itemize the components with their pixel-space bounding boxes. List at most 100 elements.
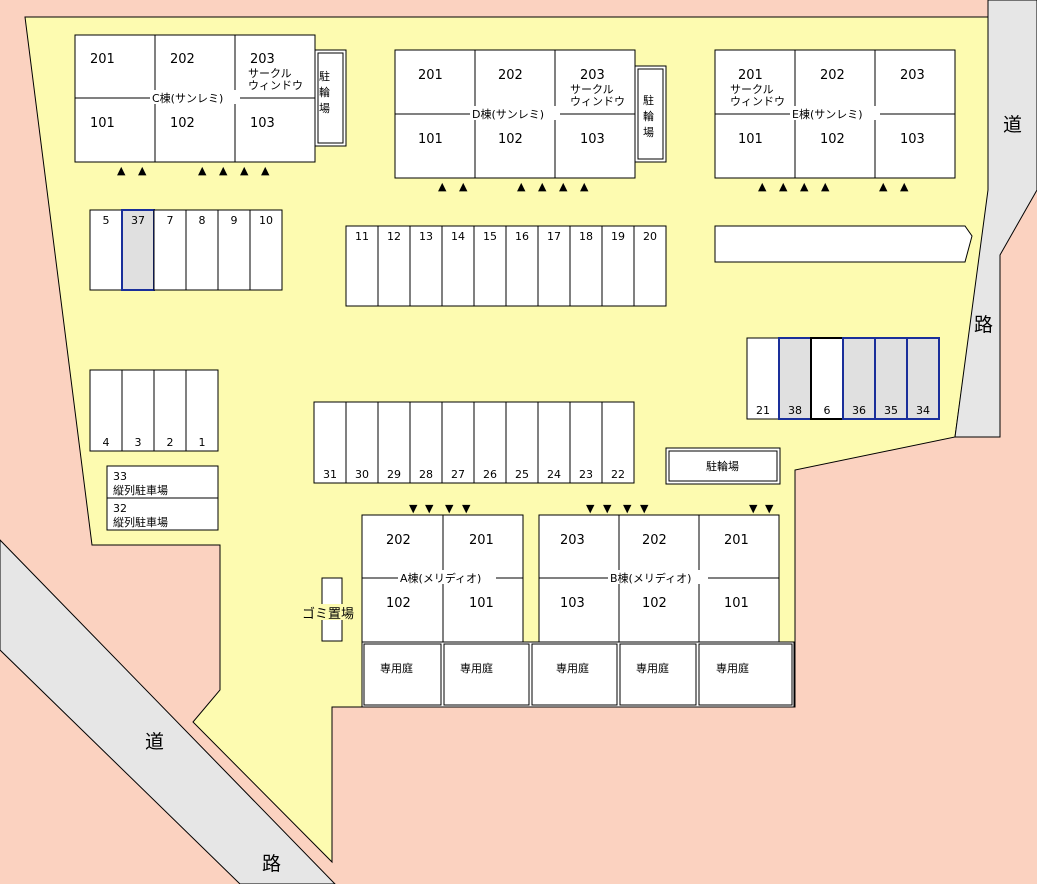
parking-space-2-label: 2 bbox=[167, 436, 174, 449]
building-a: A棟(メリディオ) 202 201 102 101 bbox=[361, 514, 524, 643]
svg-text:▲: ▲ bbox=[821, 180, 830, 193]
parking-space-21-label: 21 bbox=[756, 404, 770, 417]
parking-space-17 bbox=[537, 225, 571, 307]
unit-d-103: 103 bbox=[580, 132, 605, 147]
road-label-sw-2: 路 bbox=[262, 853, 281, 875]
parking-space-16-label: 16 bbox=[515, 230, 529, 243]
svg-text:▼: ▼ bbox=[425, 502, 434, 515]
driveway-e bbox=[714, 225, 973, 263]
unit-c-103: 103 bbox=[250, 116, 275, 131]
unit-e-103: 103 bbox=[900, 132, 925, 147]
svg-text:▼: ▼ bbox=[445, 502, 454, 515]
parking-space-5-label: 5 bbox=[103, 214, 110, 227]
unit-e-101: 101 bbox=[738, 132, 763, 147]
unit-c-203-note2: ウィンドウ bbox=[248, 79, 303, 92]
svg-text:▲: ▲ bbox=[117, 164, 126, 177]
parking-space-35 bbox=[874, 337, 908, 420]
parking-space-4 bbox=[89, 369, 123, 452]
unit-d-203: 203 bbox=[580, 68, 605, 83]
parking-space-15 bbox=[473, 225, 507, 307]
parking-space-4-label: 4 bbox=[103, 436, 110, 449]
parking-space-2 bbox=[153, 369, 187, 452]
parking-space-3-label: 3 bbox=[135, 436, 142, 449]
unit-d-202: 202 bbox=[498, 68, 523, 83]
svg-text:▲: ▲ bbox=[559, 180, 568, 193]
svg-text:▲: ▲ bbox=[138, 164, 147, 177]
parking-space-12-label: 12 bbox=[387, 230, 401, 243]
svg-text:▲: ▲ bbox=[538, 180, 547, 193]
svg-text:▲: ▲ bbox=[198, 164, 207, 177]
tandem-33-label: 縦列駐車場 bbox=[113, 483, 168, 497]
entrance-markers-c: ▲ ▲ ▲ ▲ ▲ ▲ bbox=[117, 164, 270, 177]
building-d-name: D棟(サンレミ) bbox=[472, 107, 544, 121]
bike-parking-d-char-1: 駐 bbox=[643, 93, 654, 107]
parking-space-24-label: 24 bbox=[547, 468, 561, 481]
svg-text:▲: ▲ bbox=[240, 164, 249, 177]
bike-parking-horizontal: 駐輪場 bbox=[665, 447, 781, 485]
unit-b-101: 101 bbox=[724, 596, 749, 611]
parking-space-17-label: 17 bbox=[547, 230, 561, 243]
parking-space-37 bbox=[121, 209, 155, 291]
svg-text:▼: ▼ bbox=[462, 502, 471, 515]
unit-c-101: 101 bbox=[90, 116, 115, 131]
parking-space-38-label: 38 bbox=[788, 404, 802, 417]
parking-space-18-label: 18 bbox=[579, 230, 593, 243]
parking-space-6 bbox=[810, 337, 844, 420]
unit-b-203: 203 bbox=[560, 533, 585, 548]
bike-parking-c-char-2: 輪 bbox=[319, 85, 330, 99]
parking-space-30-label: 30 bbox=[355, 468, 369, 481]
garbage-label: ゴミ置場 bbox=[302, 606, 354, 622]
unit-c-203-note: サークル bbox=[248, 67, 292, 80]
unit-c-201: 201 bbox=[90, 52, 115, 67]
road-label-east-1: 道 bbox=[1003, 114, 1022, 136]
parking-space-36 bbox=[842, 337, 876, 420]
garden-1: 専用庭 bbox=[380, 661, 413, 675]
garden-4: 専用庭 bbox=[636, 661, 669, 675]
bike-parking-c: 駐 輪 場 bbox=[314, 49, 347, 147]
parking-space-7 bbox=[153, 209, 187, 291]
unit-a-102: 102 bbox=[386, 596, 411, 611]
parking-space-19-label: 19 bbox=[611, 230, 625, 243]
bike-parking-c-char-3: 場 bbox=[319, 102, 330, 115]
parking-space-1 bbox=[185, 369, 219, 452]
parking-space-9 bbox=[217, 209, 251, 291]
parking-space-27 bbox=[441, 401, 475, 484]
road-label-east-2: 路 bbox=[974, 314, 993, 336]
svg-text:▼: ▼ bbox=[603, 502, 612, 515]
unit-d-203-note: サークル bbox=[570, 83, 614, 96]
parking-space-8-label: 8 bbox=[199, 214, 206, 227]
parking-space-36-label: 36 bbox=[852, 404, 866, 417]
svg-text:▲: ▲ bbox=[580, 180, 589, 193]
unit-c-102: 102 bbox=[170, 116, 195, 131]
parking-space-13 bbox=[409, 225, 443, 307]
svg-text:▼: ▼ bbox=[586, 502, 595, 515]
unit-b-202: 202 bbox=[642, 533, 667, 548]
parking-space-34-label: 34 bbox=[916, 404, 930, 417]
unit-d-101: 101 bbox=[418, 132, 443, 147]
svg-text:▼: ▼ bbox=[623, 502, 632, 515]
parking-space-11 bbox=[345, 225, 379, 307]
svg-text:▲: ▲ bbox=[438, 180, 447, 193]
garbage-area: ゴミ置場 bbox=[302, 577, 357, 642]
parking-space-14 bbox=[441, 225, 475, 307]
parking-space-10-label: 10 bbox=[259, 214, 273, 227]
road-southwest bbox=[0, 539, 336, 884]
building-b-name: B棟(メリディオ) bbox=[610, 571, 691, 585]
bike-parking-horizontal-label: 駐輪場 bbox=[706, 459, 739, 473]
parking-space-26-label: 26 bbox=[483, 468, 497, 481]
unit-a-201: 201 bbox=[469, 533, 494, 548]
unit-a-202: 202 bbox=[386, 533, 411, 548]
parking-space-14-label: 14 bbox=[451, 230, 465, 243]
private-gardens: 専用庭 専用庭 専用庭 専用庭 専用庭 bbox=[361, 641, 795, 708]
building-b: B棟(メリディオ) 203 202 201 103 102 101 bbox=[538, 514, 780, 643]
parking-space-15-label: 15 bbox=[483, 230, 497, 243]
parking-space-5 bbox=[89, 209, 123, 291]
svg-text:▲: ▲ bbox=[900, 180, 909, 193]
parking-space-29-label: 29 bbox=[387, 468, 401, 481]
parking-space-21 bbox=[746, 337, 780, 420]
unit-b-201: 201 bbox=[724, 533, 749, 548]
tandem-32-label: 縦列駐車場 bbox=[113, 515, 168, 529]
parking-space-26 bbox=[473, 401, 507, 484]
